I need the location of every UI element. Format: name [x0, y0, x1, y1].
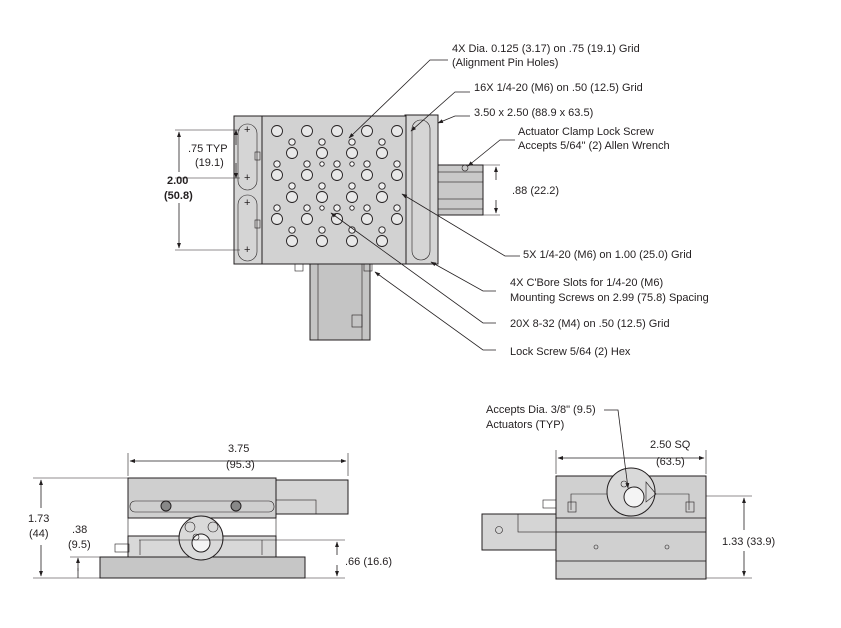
- callout-clamp-1: Actuator Clamp Lock Screw: [518, 126, 654, 138]
- front-view: [99, 477, 349, 579]
- svg-text:+: +: [244, 197, 250, 209]
- tapped-hole-large: [286, 235, 298, 247]
- callout-grid-20x: 20X 8-32 (M4) on .50 (12.5) Grid: [510, 318, 670, 330]
- tapped-hole-large: [361, 169, 373, 181]
- tapped-hole-large: [301, 125, 313, 137]
- tapped-hole-small: [393, 204, 401, 212]
- svg-text:+: +: [244, 124, 250, 136]
- tapped-hole-large: [376, 147, 388, 159]
- tapped-hole-large: [346, 191, 358, 203]
- tapped-hole-large: [301, 169, 313, 181]
- dim-front-width-in: 3.75: [228, 443, 249, 455]
- tapped-hole-large: [316, 191, 328, 203]
- callout-cbore-2: Mounting Screws on 2.99 (75.8) Spacing: [510, 292, 709, 304]
- callout-grid-5x: 5X 1/4-20 (M6) on 1.00 (25.0) Grid: [523, 249, 692, 261]
- callout-pin-holes-2: (Alignment Pin Holes): [452, 57, 558, 69]
- tapped-hole-large: [301, 213, 313, 225]
- tapped-hole-large: [286, 147, 298, 159]
- dim-axis-in: .38: [72, 524, 87, 536]
- tapped-hole-large: [346, 235, 358, 247]
- tapped-hole-large: [271, 169, 283, 181]
- tapped-hole-small: [348, 182, 356, 190]
- tapped-hole-small: [393, 160, 401, 168]
- tapped-hole-large: [391, 125, 403, 137]
- tapped-hole-small: [318, 226, 326, 234]
- dim-front-base: .66 (16.6): [345, 556, 392, 568]
- tapped-hole-small: [378, 226, 386, 234]
- front-view-dimensions: 3.75 (95.3) 1.73 (44) .38 (9.5) .66 (16.…: [28, 443, 392, 579]
- tapped-hole-large: [271, 125, 283, 137]
- tapped-hole-large: [376, 235, 388, 247]
- tapped-hole-small: [273, 160, 281, 168]
- tapped-hole-large: [391, 169, 403, 181]
- tapped-hole-small: [288, 226, 296, 234]
- tapped-hole-small: [303, 204, 311, 212]
- alignment-pin-hole: [349, 205, 355, 211]
- dim-front-width-mm: (95.3): [226, 459, 255, 471]
- svg-text:+: +: [244, 172, 250, 184]
- right-rail: [404, 114, 439, 265]
- tapped-hole-large: [331, 125, 343, 137]
- tapped-hole-large: [361, 213, 373, 225]
- tapped-hole-large: [346, 147, 358, 159]
- dim-side-sq-mm: (63.5): [656, 456, 685, 468]
- callout-size: 3.50 x 2.50 (88.9 x 63.5): [474, 107, 593, 119]
- svg-text:+: +: [244, 244, 250, 256]
- tapped-hole-large: [331, 169, 343, 181]
- callout-clamp-2: Accepts 5/64" (2) Allen Wrench: [518, 140, 670, 152]
- tapped-hole-large: [316, 235, 328, 247]
- tapped-hole-large: [391, 213, 403, 225]
- dim-height-mm: (50.8): [164, 190, 193, 202]
- tapped-hole-small: [273, 204, 281, 212]
- tapped-hole-small: [288, 182, 296, 190]
- side-view: [481, 467, 707, 580]
- front-clamp-arm: [275, 479, 349, 515]
- dim-side-sq-in: 2.50 SQ: [650, 439, 691, 451]
- tapped-hole-small: [378, 182, 386, 190]
- callout-actuator-1: Accepts Dia. 3/8" (9.5): [486, 404, 596, 416]
- dim-clamp: .88 (22.2): [512, 185, 559, 197]
- tapped-hole-large: [316, 147, 328, 159]
- tapped-hole-large: [331, 213, 343, 225]
- dim-front-height-mm: (44): [29, 528, 49, 540]
- tapped-hole-small: [333, 160, 341, 168]
- callout-pin-holes-1: 4X Dia. 0.125 (3.17) on .75 (19.1) Grid: [452, 43, 640, 55]
- alignment-pin-hole: [319, 205, 325, 211]
- side-view-dimensions: Accepts Dia. 3/8" (9.5) Actuators (TYP) …: [486, 404, 775, 579]
- tapped-hole-large: [376, 191, 388, 203]
- callout-lock-screw: Lock Screw 5/64 (2) Hex: [510, 346, 631, 358]
- dim-front-height-in: 1.73: [28, 513, 49, 525]
- tapped-hole-small: [363, 204, 371, 212]
- front-carriage: [127, 477, 277, 519]
- alignment-pin-hole: [319, 161, 325, 167]
- callout-grid-16x: 16X 1/4-20 (M6) on .50 (12.5) Grid: [474, 82, 643, 94]
- tapped-hole-small: [303, 160, 311, 168]
- dim-axis-mm: (9.5): [68, 539, 91, 551]
- tapped-hole-large: [271, 213, 283, 225]
- hole-grid: [271, 125, 403, 247]
- dim-height-in: 2.00: [167, 175, 188, 187]
- actuator-body: [309, 261, 371, 341]
- tapped-hole-large: [361, 125, 373, 137]
- alignment-pin-hole: [349, 161, 355, 167]
- dim-typ-in: .75 TYP: [188, 143, 228, 155]
- tapped-hole-small: [318, 138, 326, 146]
- top-view: + + + +: [233, 114, 484, 341]
- top-view-callouts: 4X Dia. 0.125 (3.17) on .75 (19.1) Grid …: [330, 43, 709, 358]
- tapped-hole-small: [348, 226, 356, 234]
- tapped-hole-small: [348, 138, 356, 146]
- callout-cbore-1: 4X C'Bore Slots for 1/4-20 (M6): [510, 277, 663, 289]
- callout-actuator-2: Actuators (TYP): [486, 419, 564, 431]
- tapped-hole-large: [286, 191, 298, 203]
- tapped-hole-small: [378, 138, 386, 146]
- cbore-slot-top: [237, 123, 258, 191]
- tapped-hole-small: [288, 138, 296, 146]
- dim-typ-mm: (19.1): [195, 157, 224, 169]
- tapped-hole-small: [363, 160, 371, 168]
- tapped-hole-small: [318, 182, 326, 190]
- top-view-dimensions: .75 TYP (19.1) 2.00 (50.8) .88 (22.2): [164, 129, 559, 251]
- dim-side-height: 1.33 (33.9): [722, 536, 775, 548]
- tapped-hole-small: [333, 204, 341, 212]
